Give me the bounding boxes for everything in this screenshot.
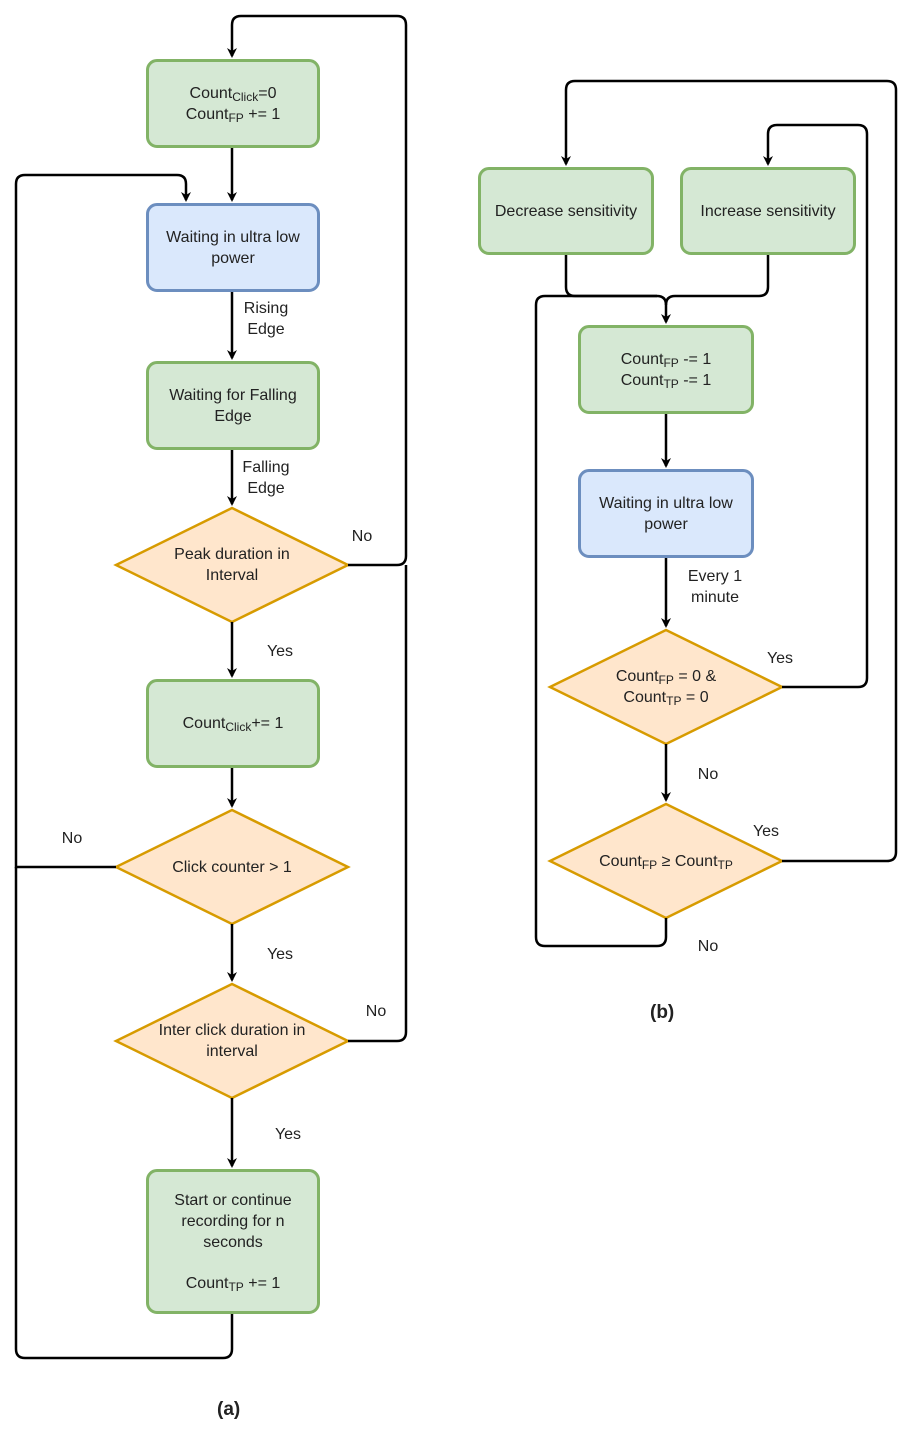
b-ultra-low-power-wait-box: Waiting in ultra low power xyxy=(578,469,754,558)
decrease-sensitivity-box: Decrease sensitivity xyxy=(478,167,654,255)
count-tp-decrement-line: CountTP -= 1 xyxy=(620,371,712,391)
falling-edge-wait-box: Waiting for Falling Edge xyxy=(146,361,320,450)
reset-counters-box: CountClick=0 CountFP += 1 xyxy=(146,59,320,148)
arrow-compare-no-loop xyxy=(534,294,668,948)
click-yes-label: Yes xyxy=(266,946,294,963)
inter-click-text: Inter click duration in interval xyxy=(158,1022,306,1060)
inter-yes-label: Yes xyxy=(274,1126,302,1143)
count-fp-increment-line: CountFP += 1 xyxy=(185,105,281,125)
count-fp-decrement-line: CountFP -= 1 xyxy=(620,350,712,370)
arrow-compare-yes-loop xyxy=(561,79,898,863)
decrement-counts-box: CountFP -= 1 CountTP -= 1 xyxy=(578,325,754,414)
recording-box: Start or continue recording for n second… xyxy=(146,1169,320,1314)
inter-no-label: No xyxy=(365,1003,387,1020)
caption-b: (b) xyxy=(650,1002,675,1023)
arrow-increase-merge xyxy=(664,255,770,306)
arrow-zero-yes-loop xyxy=(763,123,869,689)
click-increment-box: CountClick+= 1 xyxy=(146,679,320,768)
zero-check-text: CountFP = 0 & CountTP = 0 xyxy=(615,668,717,708)
count-click-reset-line: CountClick=0 xyxy=(189,84,277,104)
arrow-peak-no-loop xyxy=(227,14,408,567)
arrow-counter-no-loop xyxy=(14,173,191,869)
rising-edge-label: Rising Edge xyxy=(243,300,289,338)
click-counter-text: Click counter > 1 xyxy=(172,858,292,876)
compare-no-label: No xyxy=(697,938,719,955)
increase-sensitivity-box: Increase sensitivity xyxy=(680,167,856,255)
peak-no-label: No xyxy=(351,528,373,545)
click-no-label: No xyxy=(61,830,83,847)
caption-a: (a) xyxy=(217,1399,241,1420)
peak-yes-label: Yes xyxy=(266,643,294,660)
every-minute-label: Every 1 minute xyxy=(687,568,743,606)
compare-yes-label: Yes xyxy=(752,823,780,840)
arrow-decrease-merge xyxy=(564,255,671,324)
zero-yes-label: Yes xyxy=(766,650,794,667)
peak-duration-text: Peak duration in Interval xyxy=(174,546,290,584)
compare-text: CountFP ≥ CountTP xyxy=(599,852,733,872)
falling-edge-label: Falling Edge xyxy=(242,459,290,497)
arrow-inter-no-loop xyxy=(348,565,408,1043)
zero-no-label: No xyxy=(697,766,719,783)
arrow-record-loop xyxy=(14,867,234,1360)
ultra-low-power-wait-box: Waiting in ultra low power xyxy=(146,203,320,292)
count-tp-increment-line: CountTP += 1 xyxy=(185,1274,281,1294)
